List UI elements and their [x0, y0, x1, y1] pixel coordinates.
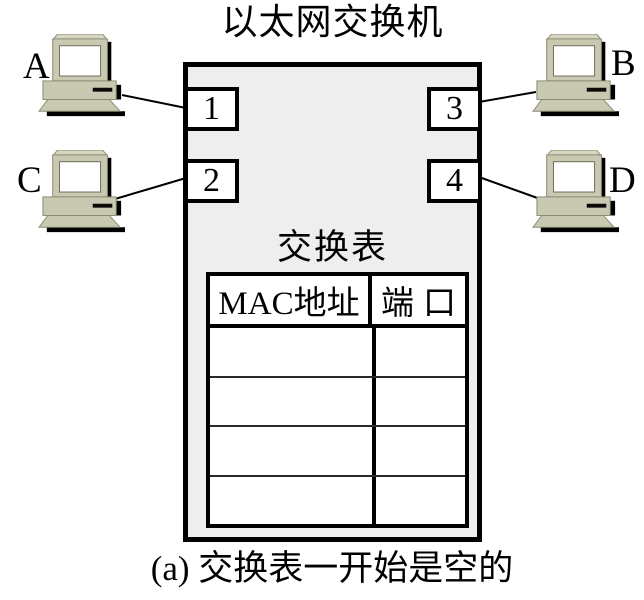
port-4: 4: [427, 159, 482, 203]
wire-host-c-port-2: [114, 177, 187, 200]
wire-host-a-port-1: [121, 94, 187, 109]
host-a: A: [18, 32, 132, 124]
port-cell: [376, 427, 465, 475]
mac-address-cell: [210, 476, 376, 524]
mac-address-header: MAC地址: [210, 276, 372, 324]
host-a-label: A: [23, 46, 50, 87]
mac-address-cell: [210, 328, 376, 376]
computer-icon: [532, 150, 620, 236]
port-cell: [376, 477, 465, 525]
switching-table-title: 交换表: [276, 228, 388, 267]
port-2: 2: [184, 159, 239, 203]
host-d: D: [528, 146, 642, 238]
figure-caption: (a) 交换表一开始是空的: [150, 549, 514, 588]
port-header: 端口: [381, 286, 465, 322]
computer-icon: [38, 150, 126, 236]
table-row: [210, 474, 465, 525]
port-cell: [376, 378, 465, 426]
host-c-label: C: [17, 160, 42, 201]
table-header-row: MAC地址 端口: [210, 276, 465, 328]
port-cell: [376, 328, 465, 376]
host-b: B: [528, 32, 642, 124]
table-row: [210, 375, 465, 426]
wire-port-4-host-d: [478, 176, 544, 201]
port-2-label: 2: [203, 162, 220, 199]
ethernet-switch: 交换表 MAC地址 端口: [183, 62, 482, 542]
figure-title: 以太网交换机: [221, 2, 444, 42]
computer-icon: [38, 34, 126, 120]
port-1-label: 1: [203, 90, 220, 127]
port-1: 1: [184, 87, 239, 131]
wire-port-3-host-b: [478, 91, 537, 103]
table-row: [210, 328, 465, 376]
table-row: [210, 425, 465, 475]
mac-address-cell: [210, 427, 376, 475]
host-d-label: D: [609, 160, 636, 201]
host-c: C: [14, 146, 128, 238]
port-3-label: 3: [446, 90, 463, 127]
mac-address-cell: [210, 377, 376, 425]
switching-table: MAC地址 端口: [206, 272, 469, 528]
port-3: 3: [427, 87, 482, 131]
computer-icon: [532, 34, 620, 120]
host-b-label: B: [611, 43, 636, 84]
port-4-label: 4: [446, 162, 463, 199]
